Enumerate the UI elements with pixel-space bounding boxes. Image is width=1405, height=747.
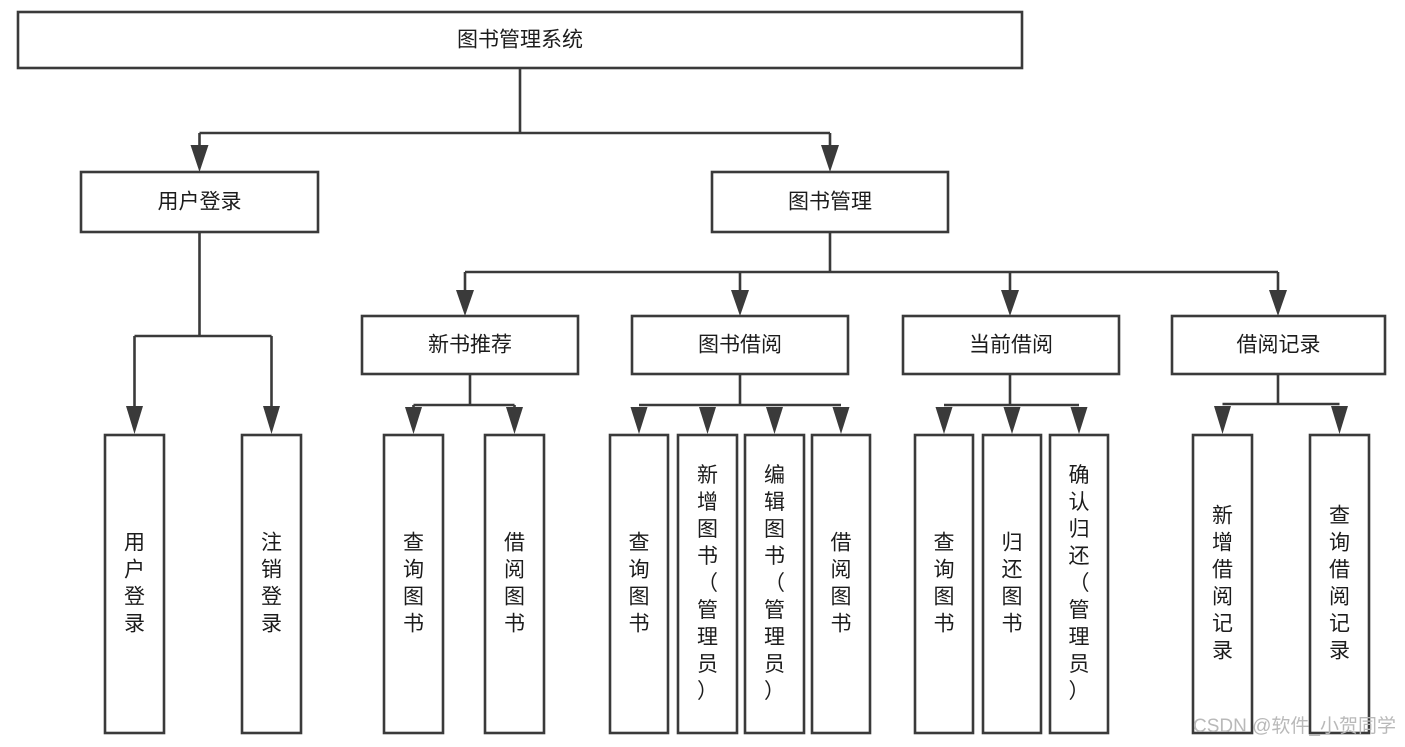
leaf-query-book-3-box[interactable] bbox=[913, 433, 975, 735]
arrow-leaf-add-book bbox=[699, 407, 716, 434]
arrow-to-book-manage bbox=[821, 145, 839, 172]
arrow-leaf-borrow-book-1 bbox=[506, 407, 523, 434]
node-user-login-box[interactable] bbox=[79, 170, 320, 234]
node-root-box[interactable] bbox=[16, 10, 1024, 70]
node-book-borrow-label: 图书借阅 bbox=[698, 334, 782, 357]
leaf-borrow-book-1-box[interactable] bbox=[483, 433, 546, 735]
arrow-leaf-query-book-2 bbox=[630, 407, 648, 434]
arrow-leaf-confirm-return bbox=[1070, 407, 1088, 434]
node-book-borrow[interactable]: 图书借阅 bbox=[630, 314, 850, 376]
leaf-query-book-1-box[interactable] bbox=[382, 433, 445, 735]
leaf-node-query-book-1[interactable]: 查询图书 bbox=[382, 433, 445, 735]
leaf-node-query-record[interactable]: 查询借阅记录 bbox=[1308, 433, 1371, 735]
node-root[interactable]: 图书管理系统 bbox=[16, 10, 1024, 70]
node-new-book-recommend-label: 新书推荐 bbox=[428, 334, 512, 357]
arrow-leaf-add-record bbox=[1214, 406, 1231, 434]
leaf-add-book-box[interactable] bbox=[676, 433, 739, 735]
leaf-edit-book-label: 编辑图书（管理员） bbox=[764, 464, 785, 703]
arrow-leaf-logout bbox=[263, 406, 280, 434]
arrow-to-book-borrow bbox=[731, 290, 749, 316]
leaf-query-book-1-label: 查询图书 bbox=[403, 531, 424, 635]
node-current-borrow[interactable]: 当前借阅 bbox=[901, 314, 1121, 376]
arrow-leaf-query-record bbox=[1331, 406, 1348, 434]
leaf-return-book-box[interactable] bbox=[981, 433, 1043, 735]
arrow-to-user-login bbox=[190, 145, 209, 172]
leaf-node-user-login[interactable]: 用户登录 bbox=[103, 433, 166, 735]
arrow-to-new-book-recommend bbox=[456, 290, 474, 316]
node-new-book-recommend-box[interactable] bbox=[360, 314, 580, 376]
arrow-to-current-borrow bbox=[1001, 290, 1019, 316]
arrow-leaf-query-book-1 bbox=[405, 407, 422, 434]
leaf-borrow-book-2-label: 借阅图书 bbox=[831, 531, 852, 635]
node-user-login-label: 用户登录 bbox=[158, 191, 242, 214]
leaf-user-login-label: 用户登录 bbox=[124, 531, 145, 635]
arrow-to-borrow-record bbox=[1269, 290, 1287, 316]
node-borrow-record-box[interactable] bbox=[1170, 314, 1387, 376]
leaf-node-borrow-book-2[interactable]: 借阅图书 bbox=[810, 433, 872, 735]
node-new-book-recommend[interactable]: 新书推荐 bbox=[360, 314, 580, 376]
leaf-add-record-label: 新增借阅记录 bbox=[1212, 504, 1233, 662]
node-root-label: 图书管理系统 bbox=[457, 29, 583, 52]
leaf-node-query-book-2[interactable]: 查询图书 bbox=[608, 433, 670, 735]
leaf-borrow-book-1-label: 借阅图书 bbox=[504, 531, 525, 635]
leaf-query-book-2-label: 查询图书 bbox=[629, 531, 650, 635]
leaf-node-edit-book[interactable]: 编辑图书（管理员） bbox=[743, 433, 806, 735]
arrow-leaf-return-book bbox=[1003, 407, 1021, 434]
node-current-borrow-box[interactable] bbox=[901, 314, 1121, 376]
node-book-manage-label: 图书管理 bbox=[788, 191, 872, 214]
node-user-login[interactable]: 用户登录 bbox=[79, 170, 320, 234]
leaf-query-record-box[interactable] bbox=[1308, 433, 1371, 735]
leaf-confirm-return-label: 确认归还（管理员） bbox=[1069, 464, 1090, 703]
node-borrow-record[interactable]: 借阅记录 bbox=[1170, 314, 1387, 376]
connector-layer bbox=[126, 68, 1348, 434]
node-book-manage[interactable]: 图书管理 bbox=[710, 170, 950, 234]
leaf-node-confirm-return[interactable]: 确认归还（管理员） bbox=[1048, 433, 1110, 735]
arrow-leaf-edit-book bbox=[766, 407, 783, 434]
leaf-logout-label: 注销登录 bbox=[261, 531, 282, 635]
leaf-add-record-box[interactable] bbox=[1191, 433, 1254, 735]
csdn-watermark: CSDN @软件_小贺同学 bbox=[1193, 715, 1396, 737]
leaf-query-book-2-box[interactable] bbox=[608, 433, 670, 735]
leaf-query-book-3-label: 查询图书 bbox=[934, 531, 955, 635]
leaf-node-logout[interactable]: 注销登录 bbox=[240, 433, 303, 735]
node-borrow-record-label: 借阅记录 bbox=[1237, 334, 1321, 357]
leaf-edit-book-box[interactable] bbox=[743, 433, 806, 735]
leaf-node-query-book-3[interactable]: 查询图书 bbox=[913, 433, 975, 735]
node-book-borrow-box[interactable] bbox=[630, 314, 850, 376]
leaf-confirm-return-box[interactable] bbox=[1048, 433, 1110, 735]
node-current-borrow-label: 当前借阅 bbox=[969, 334, 1053, 357]
leaf-node-add-record[interactable]: 新增借阅记录 bbox=[1191, 433, 1254, 735]
arrow-leaf-user-login bbox=[126, 406, 143, 434]
leaf-add-book-label: 新增图书（管理员） bbox=[697, 464, 718, 703]
leaf-borrow-book-2-box[interactable] bbox=[810, 433, 872, 735]
leaf-return-book-label: 归还图书 bbox=[1002, 531, 1023, 635]
leaf-user-login-box[interactable] bbox=[103, 433, 166, 735]
leaf-node-add-book[interactable]: 新增图书（管理员） bbox=[676, 433, 739, 735]
arrow-leaf-query-book-3 bbox=[935, 407, 953, 434]
leaf-logout-box[interactable] bbox=[240, 433, 303, 735]
leaf-node-return-book[interactable]: 归还图书 bbox=[981, 433, 1043, 735]
leaf-query-record-label: 查询借阅记录 bbox=[1329, 504, 1350, 662]
arrow-leaf-borrow-book-2 bbox=[832, 407, 850, 434]
node-book-manage-box[interactable] bbox=[710, 170, 950, 234]
leaf-node-borrow-book-1[interactable]: 借阅图书 bbox=[483, 433, 546, 735]
